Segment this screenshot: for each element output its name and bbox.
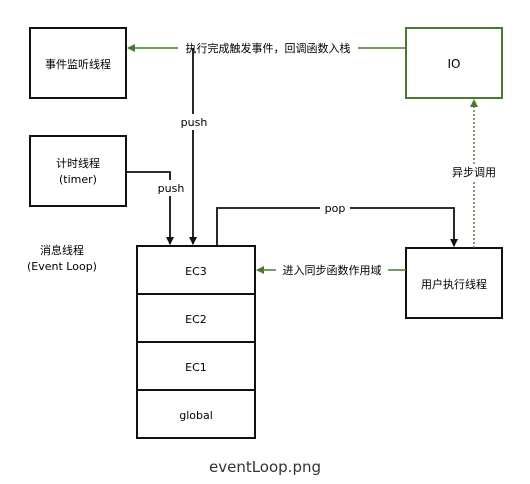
push-top-label-bg	[178, 114, 210, 130]
user-thread-label: 用户执行线程	[421, 277, 487, 291]
stack-frame-ec3-label: EC3	[185, 265, 207, 278]
io-node: IO	[405, 27, 503, 99]
push-timer-label: push	[158, 182, 185, 195]
pop-label-bg	[320, 200, 350, 216]
timer-thread-sublabel: (timer)	[59, 173, 97, 186]
user-thread-node: 用户执行线程	[405, 247, 503, 319]
timer-thread-node: 计时线程 (timer)	[29, 135, 127, 207]
async-call-label: 异步调用	[452, 166, 496, 179]
pop-label: pop	[325, 202, 346, 215]
timer-thread-label: 计时线程	[56, 156, 100, 170]
stack-frame-global	[136, 389, 256, 439]
stack-frame-ec1-label: EC1	[185, 361, 207, 374]
enter-scope-label: 进入同步函数作用域	[283, 264, 382, 277]
push-top-label: push	[181, 116, 208, 129]
stack-frame-global-label: global	[179, 409, 213, 422]
enter-scope-label-bg	[276, 262, 388, 278]
event-listener-node: 事件监听线程	[29, 27, 127, 99]
stack-frame-ec1	[136, 341, 256, 391]
io-label: IO	[448, 57, 461, 71]
stack-frame-ec2-label: EC2	[185, 313, 207, 326]
async-call-label-bg	[448, 164, 500, 180]
stack-frame-ec3	[136, 245, 256, 295]
event-loop-label: 消息线程	[40, 243, 84, 257]
image-caption: eventLoop.png	[208, 458, 321, 476]
call-stack: EC3 EC2 EC1 global	[136, 245, 256, 439]
push-timer-arrow	[126, 171, 174, 245]
push-timer-label-bg	[155, 180, 187, 196]
callback-label-bg	[178, 40, 358, 56]
event-listener-label: 事件监听线程	[45, 57, 111, 71]
event-loop-sublabel: (Event Loop)	[27, 260, 97, 273]
callback-label: 执行完成触发事件，回调函数入栈	[186, 41, 351, 55]
